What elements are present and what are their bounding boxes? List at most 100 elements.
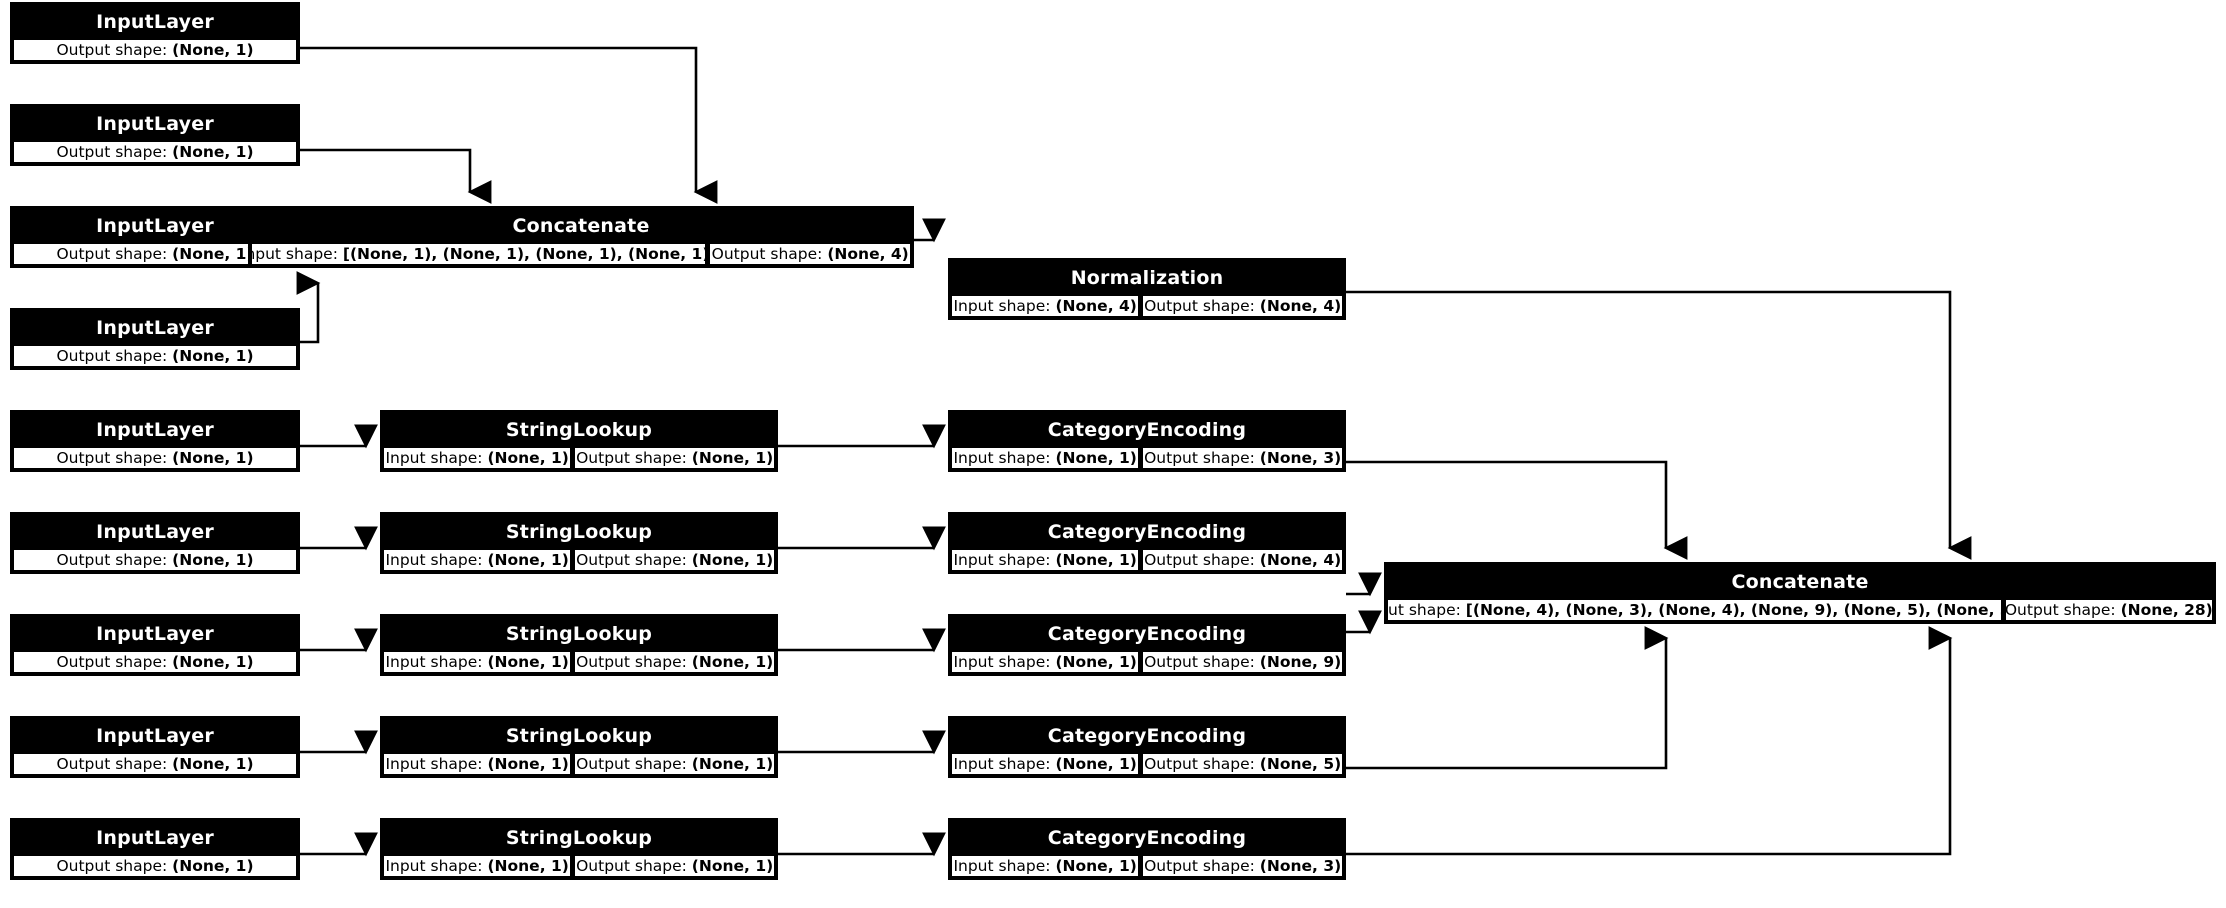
- output-shape-cell-label: Output shape:: [2004, 601, 2121, 619]
- input-shape-cell: Input shape: (None, 1): [951, 447, 1140, 469]
- input-shape-cell-value: (None, 1): [1055, 653, 1137, 671]
- input-shape-cell-value: (None, 1): [487, 653, 569, 671]
- output-shape-cell-value: (None, 1): [172, 143, 254, 161]
- output-shape-cell-label: Output shape:: [576, 653, 692, 671]
- node-title: StringLookup: [383, 821, 775, 855]
- output-shape-cell: Output shape: (None, 1): [13, 651, 297, 673]
- output-shape-cell-value: (None, 4): [1259, 297, 1342, 315]
- output-shape-cell: Output shape: (None, 1): [13, 39, 297, 61]
- output-shape-cell-label: Output shape:: [56, 143, 173, 161]
- input-shape-cell-label: Input shape:: [953, 297, 1056, 315]
- input-shape-cell-label: Input shape:: [385, 755, 488, 773]
- input-shape-cell-label: Input shape:: [953, 449, 1056, 467]
- output-shape-cell-label: Output shape:: [576, 551, 692, 569]
- e-catenc1-concat2: [1346, 460, 1688, 560]
- output-shape-cell: Output shape: (None, 1): [13, 753, 297, 775]
- output-shape-cell-value: (None, 1): [172, 755, 254, 773]
- output-shape-cell: Output shape: (None, 1): [574, 651, 775, 673]
- output-shape-cell: Output shape: (None, 28): [2004, 599, 2213, 621]
- output-shape-cell-value: (None, 1): [691, 551, 774, 569]
- output-shape-cell: Output shape: (None, 1): [13, 447, 297, 469]
- input-shape-cell-label: Input shape:: [251, 245, 343, 263]
- output-shape-cell-value: (None, 1): [172, 551, 254, 569]
- output-shape-cell-value: (None, 1): [172, 653, 254, 671]
- node-title: StringLookup: [383, 515, 775, 549]
- output-shape-cell: Output shape: (None, 1): [13, 345, 297, 367]
- output-shape-cell-label: Output shape:: [1144, 551, 1260, 569]
- output-shape-cell: Output shape: (None, 1): [13, 549, 297, 571]
- input-shape-cell-label: Input shape:: [1388, 601, 1461, 619]
- output-shape-cell-label: Output shape:: [576, 755, 692, 773]
- node-title: InputLayer: [13, 107, 297, 141]
- node-shape-row: Output shape: (None, 1): [13, 243, 297, 265]
- output-shape-cell-value: (None, 1): [691, 755, 774, 773]
- node-shape-row: Input shape: (None, 1)Output shape: (Non…: [951, 447, 1343, 469]
- node-title: CategoryEncoding: [951, 617, 1343, 651]
- output-shape-cell-value: (None, 3): [1259, 857, 1342, 875]
- node-shape-row: Output shape: (None, 1): [13, 549, 297, 571]
- output-shape-cell: Output shape: (None, 1): [13, 243, 297, 265]
- output-shape-cell-label: Output shape:: [576, 857, 692, 875]
- output-shape-cell-label: Output shape:: [1144, 653, 1260, 671]
- node-title: InputLayer: [13, 617, 297, 651]
- node-shape-row: Input shape: (None, 1)Output shape: (Non…: [951, 753, 1343, 775]
- input-shape-cell-value: (None, 1): [487, 755, 569, 773]
- output-shape-cell-value: (None, 4): [827, 245, 909, 263]
- output-shape-cell: Output shape: (None, 5): [1142, 753, 1343, 775]
- output-shape-cell-label: Output shape:: [711, 245, 828, 263]
- output-shape-cell-value: (None, 5): [1259, 755, 1342, 773]
- node-shape-row: Input shape: [(None, 1), (None, 1), (Non…: [251, 243, 911, 265]
- node-title: InputLayer: [13, 311, 297, 345]
- input-shape-cell-value: (None, 1): [1055, 449, 1137, 467]
- output-shape-cell-label: Output shape:: [56, 41, 173, 59]
- input-shape-cell-value: (None, 1): [1055, 857, 1137, 875]
- input-shape-cell: Input shape: (None, 1): [383, 753, 572, 775]
- input-shape-cell-value: (None, 4): [1055, 297, 1137, 315]
- output-shape-cell-value: (None, 4): [1259, 551, 1342, 569]
- node-title: CategoryEncoding: [951, 413, 1343, 447]
- input-shape-cell-label: Input shape:: [385, 857, 488, 875]
- input-shape-cell-value: (None, 1): [1055, 551, 1137, 569]
- output-shape-cell-label: Output shape:: [56, 347, 173, 365]
- node-shape-row: Output shape: (None, 1): [13, 651, 297, 673]
- e-catenc4-concat2: [1346, 626, 1669, 770]
- node-shape-row: Output shape: (None, 1): [13, 855, 297, 877]
- input-shape-cell: Input shape: (None, 1): [383, 855, 572, 877]
- node-title: InputLayer: [13, 821, 297, 855]
- input-shape-cell: Input shape: (None, 1): [383, 549, 572, 571]
- node-title: Normalization: [951, 261, 1343, 295]
- input-shape-cell-value: [(None, 1), (None, 1), (None, 1), (None,…: [342, 245, 707, 263]
- output-shape-cell-value: (None, 1): [691, 857, 774, 875]
- node-title: CategoryEncoding: [951, 821, 1343, 855]
- output-shape-cell: Output shape: (None, 4): [1142, 295, 1343, 317]
- output-shape-cell-label: Output shape:: [56, 551, 173, 569]
- output-shape-cell-value: (None, 1): [172, 41, 254, 59]
- output-shape-cell-label: Output shape:: [56, 449, 173, 467]
- output-shape-cell: Output shape: (None, 3): [1142, 855, 1343, 877]
- output-shape-cell-value: (None, 9): [1259, 653, 1342, 671]
- input-shape-cell: Input shape: (None, 1): [383, 447, 572, 469]
- output-shape-cell-label: Output shape:: [56, 245, 173, 263]
- node-shape-row: Output shape: (None, 1): [13, 447, 297, 469]
